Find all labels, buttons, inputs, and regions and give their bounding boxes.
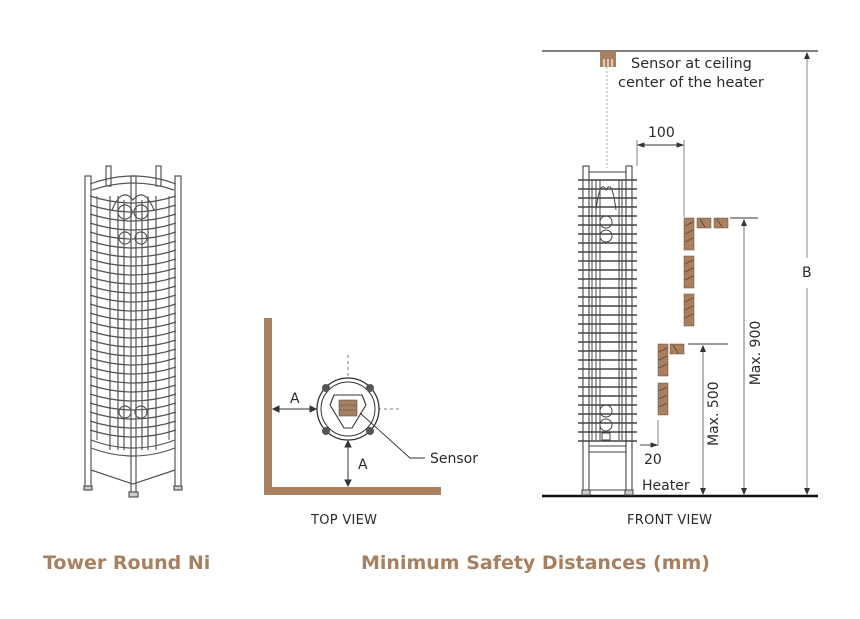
sensor-note-line2: center of the heater <box>618 75 764 91</box>
front-view-caption: FRONT VIEW <box>627 513 713 528</box>
top-view-dimension-a-side: A <box>290 391 300 407</box>
dimension-b: B <box>802 265 812 281</box>
back-wall <box>264 487 441 495</box>
dimension-100: 100 <box>648 125 675 141</box>
sensor-note-line1: Sensor at ceiling <box>631 56 752 72</box>
diagram-title: Minimum Safety Distances (mm) <box>361 552 710 574</box>
side-wall <box>264 318 272 495</box>
top-view-sensor-label: Sensor <box>430 451 478 467</box>
top-view-dimension-a-back: A <box>358 457 368 473</box>
heater-label: Heater <box>642 478 690 494</box>
product-name: Tower Round Ni <box>43 552 211 574</box>
dimension-max-500: Max. 500 <box>706 381 722 446</box>
top-view-caption: TOP VIEW <box>311 513 378 528</box>
dimension-max-900: Max. 900 <box>748 320 764 386</box>
dimension-20: 20 <box>644 452 662 468</box>
